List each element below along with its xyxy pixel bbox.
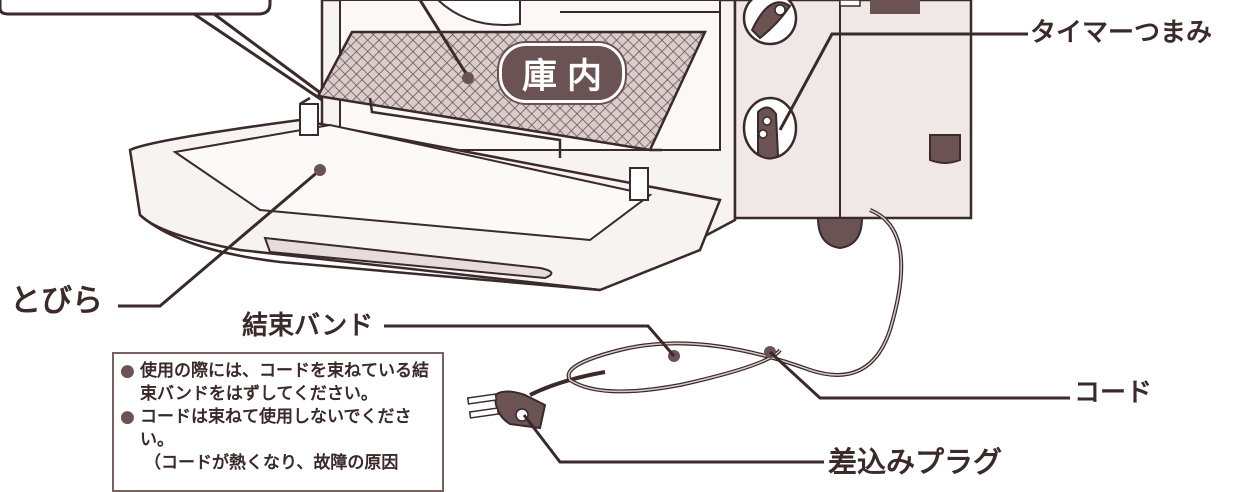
oven-top-knob-area bbox=[870, 0, 920, 14]
power-plug bbox=[468, 392, 545, 429]
door-hinge-right bbox=[630, 168, 648, 200]
top-callout-box bbox=[0, 0, 270, 14]
leader-cord bbox=[770, 352, 1070, 398]
callout-leader-a bbox=[194, 14, 322, 100]
door-hinge-left bbox=[300, 104, 318, 135]
cord-label: コード bbox=[1074, 380, 1152, 406]
interior-label: 庫内 bbox=[512, 48, 612, 99]
timer-knob bbox=[744, 98, 796, 159]
oven-foot-left bbox=[818, 218, 862, 248]
door-label: とびら bbox=[10, 286, 103, 317]
plug-label: 差込みプラグ bbox=[828, 448, 1002, 477]
callout-leader-b bbox=[214, 14, 322, 94]
caution-note-2: コードは束ねて使用しないでください。 bbox=[122, 406, 434, 452]
caution-notes-box: 使用の際には、コードを束ねている結束バンドをはずしてください。 コードは束ねて使… bbox=[112, 352, 444, 492]
caution-note-1: 使用の際には、コードを束ねている結束バンドをはずしてください。 bbox=[122, 360, 434, 406]
oven-foot-right bbox=[930, 135, 960, 163]
interior-badge: 庫内 bbox=[499, 43, 625, 103]
temperature-knob bbox=[744, 0, 796, 44]
timer-knob-label: タイマーつまみ bbox=[1030, 20, 1212, 46]
caution-note-sub: （コードが熱くなり、故障の原因 bbox=[122, 452, 434, 475]
binding-band-label: 結束バンド bbox=[242, 313, 373, 339]
oven-right-edge bbox=[840, 0, 860, 6]
leader-plug bbox=[524, 415, 824, 462]
